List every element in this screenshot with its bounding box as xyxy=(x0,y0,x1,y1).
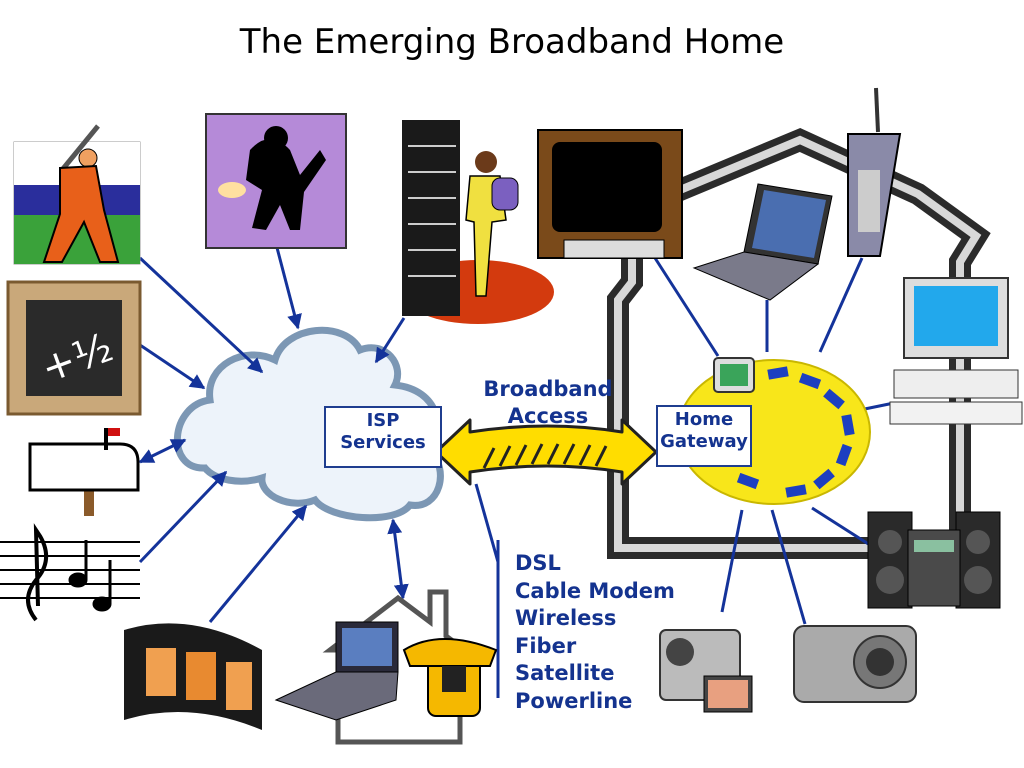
broadband-access-label: Broadband Access xyxy=(468,376,628,430)
access-label-line2: Access xyxy=(507,404,589,428)
tech-item-wireless: Wireless xyxy=(515,606,617,630)
gateway-disc xyxy=(677,357,871,505)
cordless-phone-icon xyxy=(847,87,902,257)
tech-item-powerline: Powerline xyxy=(515,688,633,713)
desktop-computer-icon xyxy=(889,277,1023,425)
page-title: The Emerging Broadband Home xyxy=(239,22,785,62)
access-label-line1: Broadband xyxy=(483,377,613,401)
gateway-computer-icon xyxy=(713,357,755,393)
painter-icon xyxy=(205,113,347,249)
chalkboard-math-icon: +½ xyxy=(6,280,142,416)
tech-item-satellite: Satellite xyxy=(515,661,615,685)
home-gateway-box: Home Gateway xyxy=(656,405,752,467)
tech-item-fiber: Fiber xyxy=(515,633,577,658)
isp-services-box: ISP Services xyxy=(324,406,442,468)
digital-camera-icon xyxy=(793,625,917,703)
isp-label-line1: ISP xyxy=(366,410,400,431)
laptop-icon xyxy=(692,183,833,301)
gateway-label-line2: Gateway xyxy=(660,431,748,452)
television-icon xyxy=(537,129,683,259)
laptop-icon xyxy=(274,621,399,721)
music-staff-icon xyxy=(0,523,140,622)
mailbox-icon xyxy=(28,428,140,516)
camcorder-icon xyxy=(659,629,753,713)
library-reader-icon xyxy=(402,120,554,324)
film-strip-icon xyxy=(124,623,262,730)
internet-cloud xyxy=(173,326,444,522)
tech-item-cable-modem: Cable Modem xyxy=(515,578,675,603)
connectors xyxy=(138,239,895,698)
isp-label-line2: Services xyxy=(340,432,426,453)
stereo-system-icon xyxy=(867,511,1001,609)
tech-item-dsl: DSL xyxy=(515,551,561,575)
gateway-label-line1: Home xyxy=(674,409,734,430)
telephone-icon xyxy=(402,638,498,717)
access-technologies-list: DSL Cable Modem Wireless Fiber Satellite… xyxy=(515,550,675,715)
baseball-player-icon xyxy=(13,124,141,265)
